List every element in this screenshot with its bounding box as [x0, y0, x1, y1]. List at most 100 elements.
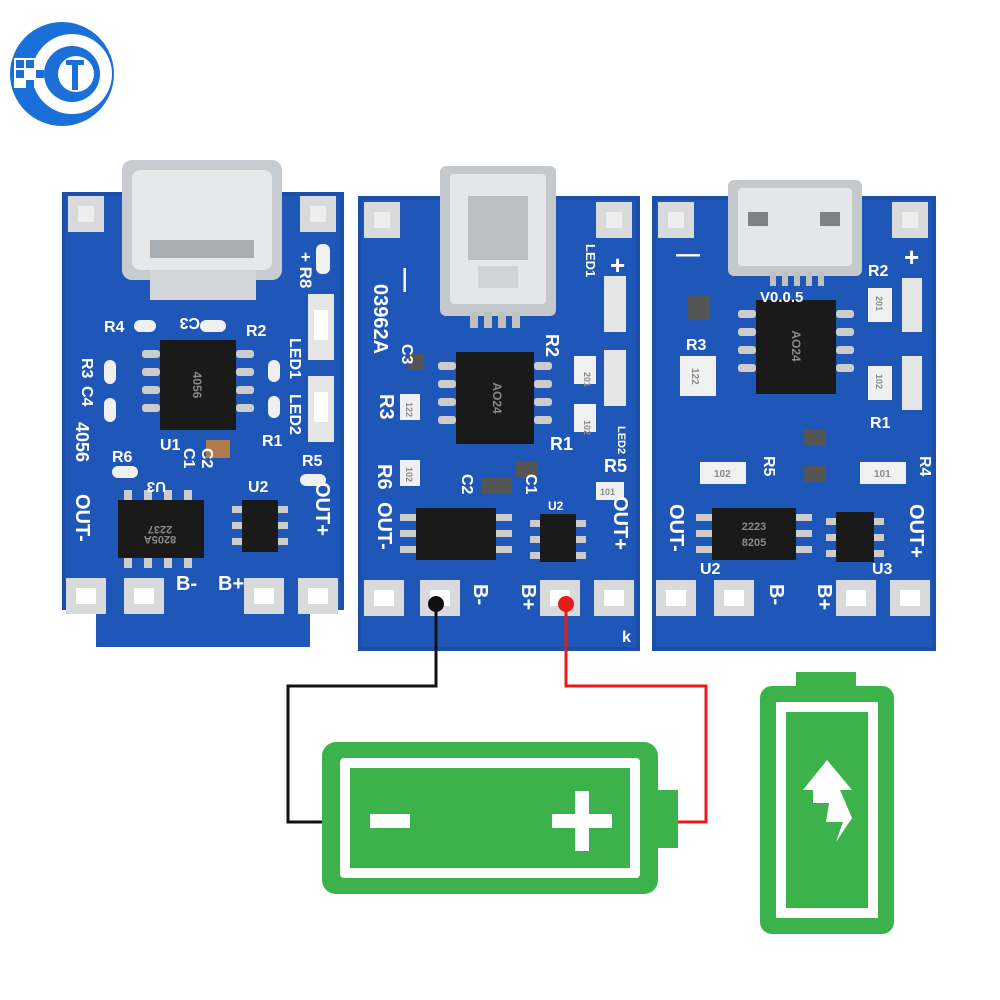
brand-logo [10, 22, 114, 126]
resistor-code: 101 [874, 469, 891, 480]
label-c4: C4 [78, 386, 95, 407]
chip-marking: AO24 [789, 330, 803, 362]
label-u2: U2 [248, 479, 269, 496]
label-r2: R2 [868, 263, 889, 280]
label-r4: R4 [104, 319, 125, 336]
label-u1: U1 [160, 437, 181, 454]
label-c3: C3 [179, 314, 200, 331]
label-r3: R3 [375, 394, 397, 420]
label-c1: C1 [522, 474, 539, 495]
label-out-plus: OUT+ [905, 504, 927, 558]
ic-chip-u1: 4056 [142, 340, 254, 430]
label-version: V0.0.5 [760, 289, 803, 306]
label-out-minus: OUT- [71, 494, 93, 542]
label-b-minus: B- [469, 584, 491, 605]
label-b-plus: B+ [517, 584, 539, 610]
type-c-charger-board: 4056 2237 8205A + R8 [62, 160, 344, 647]
ic-chip-u2 [530, 514, 586, 562]
black-wire [286, 604, 438, 824]
label-r8: + R8 [296, 252, 315, 288]
label-u2: U2 [700, 561, 721, 578]
label-c1: C1 [180, 448, 197, 469]
label-u3: U3 [872, 561, 893, 578]
label-c2: C2 [458, 474, 475, 495]
chip-marking: 2237 [148, 523, 172, 535]
solder-pad [656, 202, 930, 616]
label-c2: C2 [198, 448, 215, 469]
chip-marking: 8205A [144, 533, 176, 545]
ic-chip-mosfet [400, 508, 512, 560]
chip-marking: 4056 [190, 372, 204, 399]
label-led2: LED2 [286, 394, 303, 435]
label-r6: R6 [373, 464, 395, 490]
label-k: k [622, 629, 631, 646]
resistor-code: 101 [600, 487, 615, 497]
ic-chip-u3: 2237 8205A [118, 490, 204, 568]
ic-chip-u2 [232, 500, 288, 552]
led2 [902, 356, 922, 410]
ic-chip-main: AO24 [738, 300, 854, 394]
resistor-code: 102 [582, 420, 592, 435]
label-4056: 4056 [72, 422, 92, 462]
label-r3: R3 [78, 358, 95, 379]
label-plus: + [610, 250, 625, 280]
label-r5: R5 [760, 456, 777, 477]
label-model: 03962A [369, 284, 391, 354]
label-led1: LED1 [583, 244, 598, 277]
micro-usb-connector [728, 180, 862, 286]
label-b-plus: B+ [813, 584, 835, 610]
label-minus: — [676, 241, 700, 268]
micro-usb-charger-board: AO24 2223 8205 201 122 102 102 101 [652, 180, 936, 651]
led1 [902, 278, 922, 332]
label-r2: R2 [542, 334, 562, 357]
label-out-plus: OUT+ [311, 482, 333, 536]
resistor-code: 102 [714, 469, 731, 480]
battery-minus-sign [370, 814, 410, 828]
label-r1: R1 [550, 434, 573, 454]
label-b-minus: B- [176, 573, 197, 595]
battery [322, 742, 678, 894]
label-r1: R1 [870, 415, 891, 432]
label-r3: R3 [686, 337, 707, 354]
label-out-plus: OUT+ [609, 496, 631, 550]
charging-battery-icon [760, 672, 894, 934]
usb-type-c-connector [122, 160, 282, 300]
ic-chip-main: AO24 [438, 352, 552, 444]
lightning-icon [803, 760, 852, 842]
resistor-code: 102 [874, 374, 884, 389]
label-r6: R6 [112, 449, 133, 466]
battery-wires [286, 596, 708, 824]
label-out-minus: OUT- [373, 502, 395, 550]
label-u2: U2 [548, 499, 564, 513]
mini-usb-connector [440, 166, 556, 328]
label-u3: U3 [147, 478, 166, 495]
label-out-minus: OUT- [665, 504, 687, 552]
label-c3: C3 [398, 344, 415, 365]
label-b-plus: B+ [218, 573, 244, 595]
resistor-code: 122 [404, 402, 414, 417]
label-r2: R2 [246, 323, 267, 340]
resistor-code: 201 [874, 296, 884, 311]
solder-pad [66, 196, 338, 614]
resistor-code: 122 [689, 368, 700, 385]
capacitor [206, 440, 230, 458]
label-led2: LED2 [615, 426, 627, 454]
mini-usb-charger-board: AO24 201 102 122 102 101 — + LED1 039 [358, 166, 640, 651]
label-b-minus: B- [765, 584, 787, 605]
chip-marking: 2223 [742, 521, 766, 533]
resistor-code: 201 [582, 372, 592, 387]
label-r5: R5 [604, 456, 627, 476]
label-r5: R5 [302, 453, 323, 470]
solder-pad [364, 202, 634, 616]
label-plus: + [904, 242, 919, 272]
ic-chip-u3 [826, 512, 884, 562]
red-wire [564, 604, 708, 824]
label-r1: R1 [262, 433, 283, 450]
led1 [604, 276, 626, 332]
chip-marking: AO24 [490, 382, 504, 414]
chip-marking: 8205 [742, 537, 766, 549]
ic-chip-u2: 2223 8205 [696, 508, 812, 560]
label-r4: R4 [916, 456, 933, 477]
led2 [604, 350, 626, 406]
